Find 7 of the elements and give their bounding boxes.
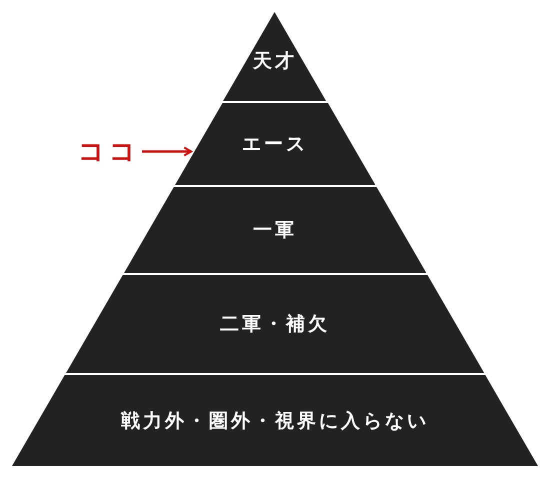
pyramid-tier: 天才 xyxy=(223,12,327,101)
pyramid-tier: 戦力外・圏外・視界に入らない xyxy=(12,375,538,466)
pointer-text: ココ xyxy=(78,134,140,169)
pyramid-tier: エース xyxy=(174,103,376,185)
arrow xyxy=(142,146,192,156)
pyramid-tier: 一軍 xyxy=(124,187,426,273)
pyramid-tier: 二軍・補欠 xyxy=(66,275,484,373)
